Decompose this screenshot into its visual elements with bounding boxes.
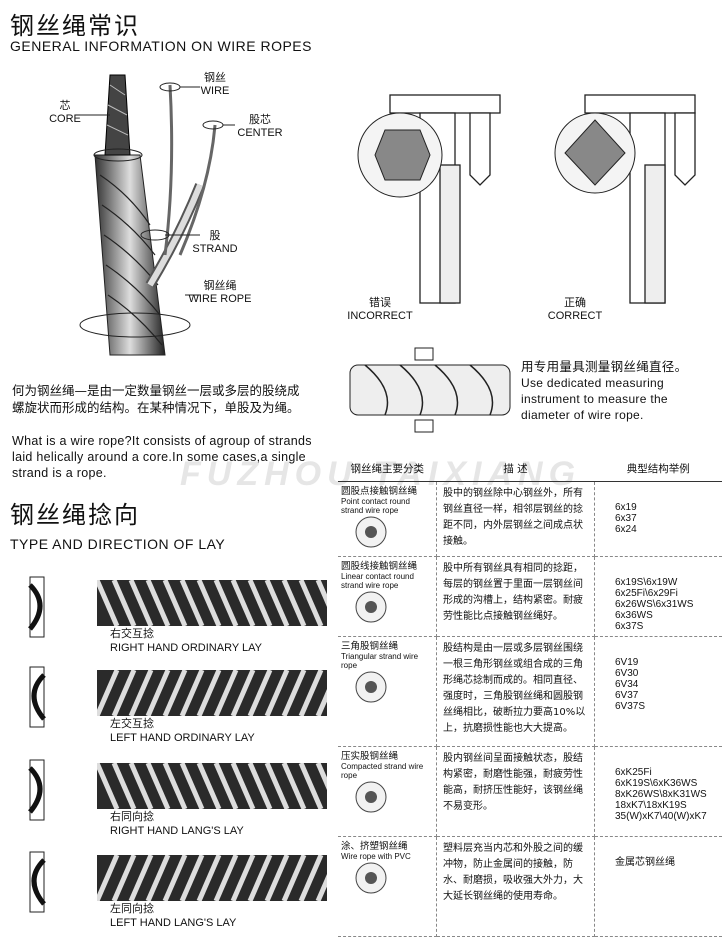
rope-section-icon <box>355 781 387 813</box>
example-structure: 6x36WS <box>615 610 653 621</box>
definition-en: What is a wire rope?It consists of agrou… <box>12 434 312 480</box>
example-structure: 8xK26WS\8xK31WS <box>615 789 707 800</box>
rope-section-icon <box>355 516 387 548</box>
example-structure: 6xK19S\6xK36WS <box>615 778 698 789</box>
example-structure: 6x37 <box>615 513 637 524</box>
example-structure: 35(W)xK7\40(W)xK7 <box>615 811 707 822</box>
header-examples: 典型结构举例 <box>594 455 722 482</box>
rope-section-icon <box>355 862 387 894</box>
incorrect-rope-section-icon <box>357 112 443 198</box>
lay-rope-image <box>97 763 327 809</box>
example-structure: 6x26WS\6x31WS <box>615 599 694 610</box>
row-description: 塑料层充当内芯和外股之间的缓冲物，防止金属间的接触，防水、耐磨损，吸收强大外力，… <box>436 836 595 937</box>
definition-cn: 何为钢丝绳—是由一定数量钢丝一层或多层的股绕成螺旋状而形成的结构。在某种情况下，… <box>12 383 300 415</box>
example-structure: 6V37S <box>615 701 646 712</box>
table-header-row: 钢丝绳主要分类 描 述 典型结构举例 <box>338 455 722 482</box>
lay-rope-image <box>97 580 327 626</box>
example-structure: 6V19 <box>615 657 639 668</box>
header-description: 描 述 <box>436 455 595 482</box>
lay-direction-icon <box>29 851 46 913</box>
lay-direction-icon <box>28 759 45 821</box>
example-structure: 18xK7\18xK19S <box>615 800 687 811</box>
lay-rope-image <box>97 670 327 716</box>
lay-title-en: TYPE AND DIRECTION OF LAY <box>10 536 226 552</box>
page-title-en: GENERAL INFORMATION ON WIRE ROPES <box>10 38 312 54</box>
lay-direction-icon <box>29 666 46 728</box>
example-structure: 6xK25Fi <box>615 767 652 778</box>
caliper-measurement-illustration <box>357 94 696 304</box>
rope-diameter-illustration <box>349 347 511 433</box>
wire-rope-anatomy-illustration <box>75 74 235 356</box>
example-structure: 6x19S\6x19W <box>615 577 678 588</box>
example-structure: 6x25Fi\6x29Fi <box>615 588 678 599</box>
correct-rope-section-icon <box>554 112 636 194</box>
lay-rope-image <box>97 855 327 901</box>
rope-section-icon <box>355 591 387 623</box>
example-structure: 6x24 <box>615 524 637 535</box>
example-structure: 6x37S <box>615 621 644 632</box>
row-description: 股结构是由一层或多层钢丝围绕一根三角形钢丝或组合成的三角形绳芯捻制而成的。相同直… <box>436 636 595 747</box>
row-description: 股中所有钢丝具有相同的捻距，每层的钢丝置于里面一层钢丝间形成的沟槽上，结构紧密。… <box>436 556 595 637</box>
page-title-cn: 钢丝绳常识 <box>10 12 140 40</box>
measure-note: 用专用量具测量钢丝绳直径。 Use dedicated measuring in… <box>521 359 688 422</box>
example-structure: 6V34 <box>615 679 639 690</box>
row-description: 股中的钢丝除中心钢丝外，所有钢丝直径一样，相邻层钢丝的捻距不同，内外层钢丝之间成… <box>436 481 595 557</box>
lay-title-cn: 钢丝绳捻向 <box>10 501 140 529</box>
row-examples: 金属芯钢丝绳 <box>594 836 722 937</box>
example-structure: 金属芯钢丝绳 <box>615 857 675 868</box>
example-structure: 6x19 <box>615 502 637 513</box>
row-description: 股内钢丝间呈面接触状态，股结构紧密，耐磨性能强，耐疲劳性能高，耐挤压性能好，该钢… <box>436 746 595 837</box>
rope-section-icon <box>355 671 387 703</box>
example-structure: 6V37 <box>615 690 639 701</box>
lay-direction-icon <box>28 576 45 638</box>
example-structure: 6V30 <box>615 668 639 679</box>
header-classification: 钢丝绳主要分类 <box>338 455 437 482</box>
